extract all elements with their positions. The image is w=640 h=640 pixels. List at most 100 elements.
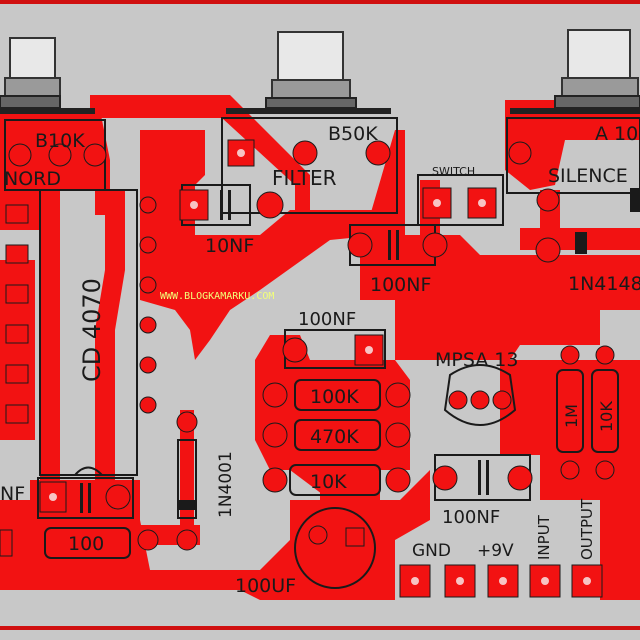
cap-nf-left-outline: [37, 477, 134, 519]
pot1-knob: [0, 37, 95, 114]
resistor-470k-body: [294, 419, 381, 451]
pad: [508, 141, 532, 165]
label-watermark: WWW.BLOGKAMARKU.COM: [160, 291, 274, 302]
resistor-100-body: [44, 527, 131, 559]
copper-pour-left: [0, 260, 35, 440]
pad: [365, 140, 391, 166]
ic-outline: [39, 189, 138, 476]
copper-pour-top-left: [0, 110, 110, 230]
label-1n4001: 1N4001: [216, 451, 236, 518]
copper-pour-center: [140, 130, 380, 360]
resistor-10k-body: [289, 464, 381, 496]
pad: [0, 529, 13, 557]
pot2-outline: [221, 117, 398, 214]
pad: [5, 404, 29, 424]
pot2-knob: [226, 31, 391, 114]
copper-pour-middle: [255, 335, 410, 500]
diode-1n4148-band: [575, 232, 587, 254]
pad: [5, 284, 29, 304]
label-1n4148: 1N4148: [568, 273, 640, 295]
copper-trace-top: [90, 95, 310, 215]
pad: [282, 337, 308, 363]
pad: [595, 460, 615, 480]
label-100uf: 100UF: [235, 575, 296, 597]
ic-notch: [74, 466, 103, 476]
pot3-outline: [506, 117, 640, 194]
label-mpsa13: MPSA 13: [435, 349, 518, 371]
label-10k: 10K: [310, 471, 347, 493]
pad: [560, 345, 580, 365]
pot3-knob: [510, 29, 640, 114]
resistor-1m-body: [556, 369, 584, 453]
pad: [139, 356, 157, 374]
cap-100uf-outline: [294, 507, 376, 589]
pad: [385, 467, 411, 493]
pad: [535, 237, 561, 263]
label-gnd: GND: [412, 541, 451, 561]
pad: [536, 188, 560, 212]
resistor-10k-v-body: [591, 369, 619, 453]
board-edge: [0, 0, 640, 4]
pad: [139, 276, 157, 294]
cap-nf-left-plate-1: [80, 483, 83, 513]
pad: [385, 382, 411, 408]
cap-10nf-plate-2: [228, 190, 231, 220]
pad: [83, 143, 107, 167]
transistor-outline: [443, 364, 517, 426]
label-input: INPUT: [535, 514, 553, 560]
pad: [345, 527, 365, 547]
label-10k-vertical: 10K: [597, 401, 616, 432]
pad: [176, 529, 198, 551]
cap-100nf-c-plate-2: [486, 460, 489, 495]
pad: [492, 390, 512, 410]
label-silence: SILENCE: [548, 165, 628, 187]
label-switch: SWITCH: [432, 165, 475, 178]
pad: [507, 465, 533, 491]
pad: [432, 465, 458, 491]
pad: [139, 196, 157, 214]
copper-trace-ic-left: [40, 190, 60, 480]
pad: [308, 525, 328, 545]
label-100k: 100K: [310, 386, 359, 408]
label-470k: 470K: [310, 426, 359, 448]
pad: [139, 396, 157, 414]
board-edge-bottom: [0, 626, 640, 630]
pad: [5, 324, 29, 344]
pad: [262, 422, 288, 448]
label-b10k: B10K: [35, 130, 85, 152]
pad: [139, 236, 157, 254]
pad: [487, 564, 519, 598]
label-nf-left: NF: [0, 483, 25, 505]
pad: [8, 143, 32, 167]
label-b50k: B50K: [328, 123, 378, 145]
label-100nf-c: 100NF: [442, 507, 500, 528]
pad: [5, 244, 29, 264]
pad: [137, 529, 159, 551]
cap-10nf-plate-1: [220, 190, 223, 220]
pad: [470, 390, 490, 410]
label-output: OUTPUT: [578, 498, 596, 560]
label-10nf: 10NF: [205, 235, 254, 257]
diode-1n4001-band: [178, 500, 196, 510]
label-100nf-a: 100NF: [370, 274, 431, 296]
label-9v: +9V: [477, 541, 514, 561]
label-100nf-b: 100NF: [298, 309, 356, 330]
label-100: 100: [68, 533, 104, 555]
pad: [256, 191, 284, 219]
pad: [48, 143, 72, 167]
pad: [385, 422, 411, 448]
pad: [139, 316, 157, 334]
label-nord: NORD: [4, 168, 61, 190]
cap-100nf-a-plate-2: [396, 230, 399, 260]
switch-outline: [417, 174, 504, 226]
copper-trace-ic-right: [95, 190, 125, 480]
label-a10: A 10: [595, 123, 638, 145]
cap-100nf-c-plate-1: [478, 460, 481, 495]
pad: [5, 364, 29, 384]
diode-1n4001-body: [177, 439, 197, 519]
resistor-100k-body: [294, 379, 381, 411]
pad: [347, 232, 373, 258]
copper-pour-right: [360, 130, 640, 360]
diode-1n4148-band-2: [630, 188, 640, 212]
